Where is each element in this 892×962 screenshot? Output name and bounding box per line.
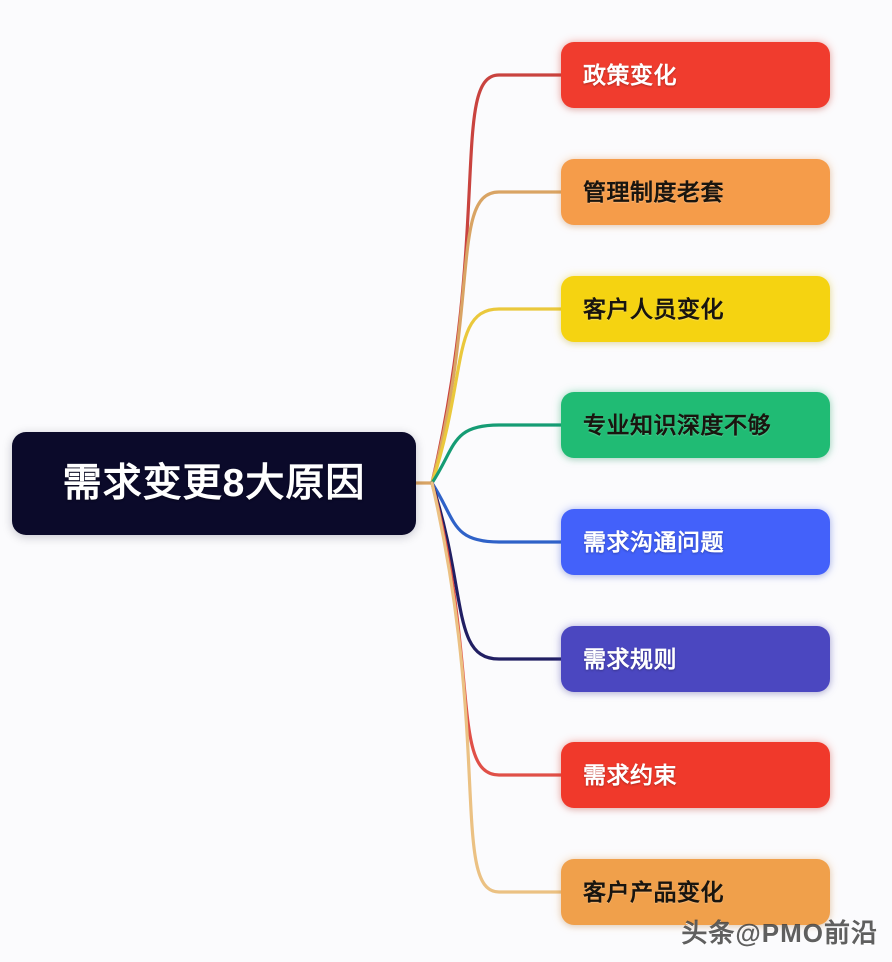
branch-node-label: 专业知识深度不够	[583, 411, 771, 438]
branch-node[interactable]: 需求规则	[561, 626, 830, 692]
branch-node[interactable]: 管理制度老套	[561, 159, 830, 225]
branch-connector	[430, 190, 563, 485]
branch-connector	[430, 481, 563, 661]
branch-connector	[430, 73, 563, 485]
branch-node[interactable]: 客户人员变化	[561, 276, 830, 342]
branch-node-label: 需求规则	[583, 645, 677, 672]
branch-connector	[430, 307, 563, 485]
branch-connector	[430, 481, 563, 777]
branch-node-label: 客户产品变化	[583, 878, 724, 905]
branch-node-label: 客户人员变化	[583, 295, 724, 322]
branch-node-label: 管理制度老套	[583, 178, 724, 205]
branch-connector	[430, 481, 563, 894]
branch-node-label: 需求沟通问题	[583, 528, 724, 555]
branch-node-label: 需求约束	[583, 761, 677, 788]
branch-node[interactable]: 政策变化	[561, 42, 830, 108]
branch-node-label: 政策变化	[583, 61, 677, 88]
branch-connector	[430, 423, 563, 485]
branch-node[interactable]: 需求约束	[561, 742, 830, 808]
root-node-label: 需求变更8大原因	[62, 462, 366, 505]
watermark: 头条@PMO前沿	[681, 918, 878, 948]
branch-node[interactable]: 专业知识深度不够	[561, 392, 830, 458]
branch-node[interactable]: 需求沟通问题	[561, 509, 830, 575]
root-node[interactable]: 需求变更8大原因	[12, 432, 416, 535]
branch-connector	[430, 481, 563, 544]
branch-node[interactable]: 客户产品变化	[561, 859, 830, 925]
